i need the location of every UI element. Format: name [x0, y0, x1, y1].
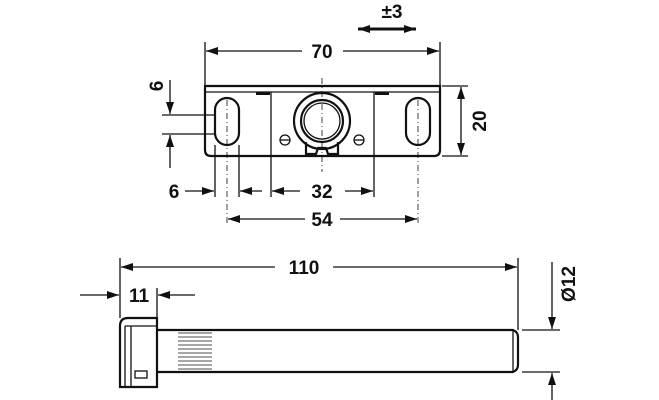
dim-label: 6	[169, 182, 180, 203]
dim-label: Ø12	[559, 266, 580, 302]
dim-pin-diameter: Ø12	[522, 262, 580, 400]
dim-label: 20	[470, 110, 491, 131]
dim-label: 70	[311, 42, 332, 63]
adjust-label: ±3	[382, 2, 403, 23]
dim-plate-height: 20	[442, 85, 491, 157]
dim-label: 54	[311, 210, 333, 231]
dim-cap-length: 11	[80, 286, 195, 318]
dim-label: 110	[289, 258, 320, 279]
dim-label: 11	[129, 286, 150, 307]
dim-slot-offset: 6	[147, 80, 215, 168]
dim-pin-length: 110	[119, 258, 519, 330]
dim-label: 32	[311, 182, 332, 203]
dim-slot-spacing: 54	[228, 210, 417, 231]
dim-label: 6	[147, 81, 168, 92]
adjust-indicator: ±3	[358, 2, 416, 33]
dim-center-gap: 32	[272, 182, 373, 203]
mounting-plate	[203, 78, 442, 225]
pin	[118, 316, 520, 389]
dim-plate-width: 70	[204, 42, 441, 85]
dim-slot-width: 6	[169, 145, 375, 203]
